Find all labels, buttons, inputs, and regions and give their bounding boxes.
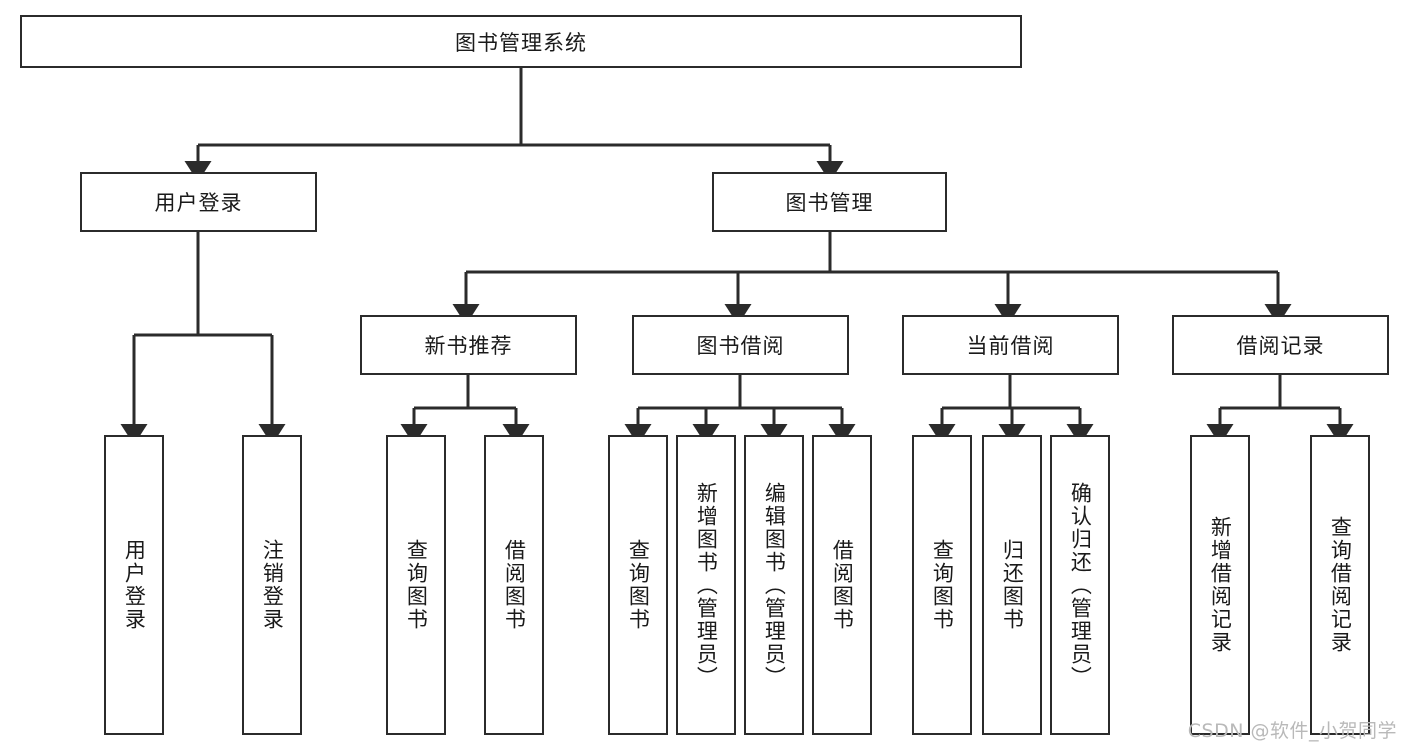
node-label: 确认归还（管理员） <box>1068 481 1093 689</box>
node-label: 查询图书 <box>930 539 955 631</box>
node-new-book-recommend[interactable]: 新书推荐 <box>360 315 577 375</box>
node-label: 查询图书 <box>626 539 651 631</box>
node-label: 新增图书（管理员） <box>694 481 719 689</box>
node-label: 用户登录 <box>154 191 243 215</box>
node-current-borrow[interactable]: 当前借阅 <box>902 315 1119 375</box>
leaf-leaf-add-record[interactable]: 新增借阅记录 <box>1190 435 1250 735</box>
node-label: 借阅图书 <box>502 539 527 631</box>
connector-lines <box>120 68 1354 445</box>
leaf-leaf-query-book-current[interactable]: 查询图书 <box>912 435 972 735</box>
leaf-leaf-logout[interactable]: 注销登录 <box>242 435 302 735</box>
node-label: 查询借阅记录 <box>1328 516 1353 654</box>
node-label: 图书借阅 <box>696 334 785 358</box>
leaf-leaf-confirm-return[interactable]: 确认归还（管理员） <box>1050 435 1110 735</box>
node-label: 编辑图书（管理员） <box>762 481 787 689</box>
leaf-leaf-query-book-borrow[interactable]: 查询图书 <box>608 435 668 735</box>
node-book-management[interactable]: 图书管理 <box>712 172 947 232</box>
node-label: 注销登录 <box>260 539 285 631</box>
node-label: 借阅图书 <box>830 539 855 631</box>
node-label: 归还图书 <box>1000 539 1025 631</box>
node-user-login[interactable]: 用户登录 <box>80 172 317 232</box>
node-label: 新书推荐 <box>424 334 513 358</box>
node-root[interactable]: 图书管理系统 <box>20 15 1022 68</box>
leaf-leaf-user-login[interactable]: 用户登录 <box>104 435 164 735</box>
node-label: 当前借阅 <box>966 334 1055 358</box>
node-borrow-records[interactable]: 借阅记录 <box>1172 315 1389 375</box>
leaf-leaf-edit-book[interactable]: 编辑图书（管理员） <box>744 435 804 735</box>
watermark-text: CSDN @软件_小贺同学 <box>1187 720 1397 742</box>
leaf-leaf-add-book[interactable]: 新增图书（管理员） <box>676 435 736 735</box>
node-label: 借阅记录 <box>1236 334 1325 358</box>
node-label: 新增借阅记录 <box>1208 516 1233 654</box>
leaf-leaf-query-record[interactable]: 查询借阅记录 <box>1310 435 1370 735</box>
node-label: 图书管理系统 <box>455 30 587 55</box>
node-label: 图书管理 <box>785 191 874 215</box>
node-label: 查询图书 <box>404 539 429 631</box>
leaf-leaf-return-book[interactable]: 归还图书 <box>982 435 1042 735</box>
leaf-leaf-borrow-book-rec[interactable]: 借阅图书 <box>484 435 544 735</box>
leaf-leaf-borrow-book[interactable]: 借阅图书 <box>812 435 872 735</box>
node-book-borrow[interactable]: 图书借阅 <box>632 315 849 375</box>
node-label: 用户登录 <box>122 539 147 631</box>
leaf-leaf-query-book-rec[interactable]: 查询图书 <box>386 435 446 735</box>
